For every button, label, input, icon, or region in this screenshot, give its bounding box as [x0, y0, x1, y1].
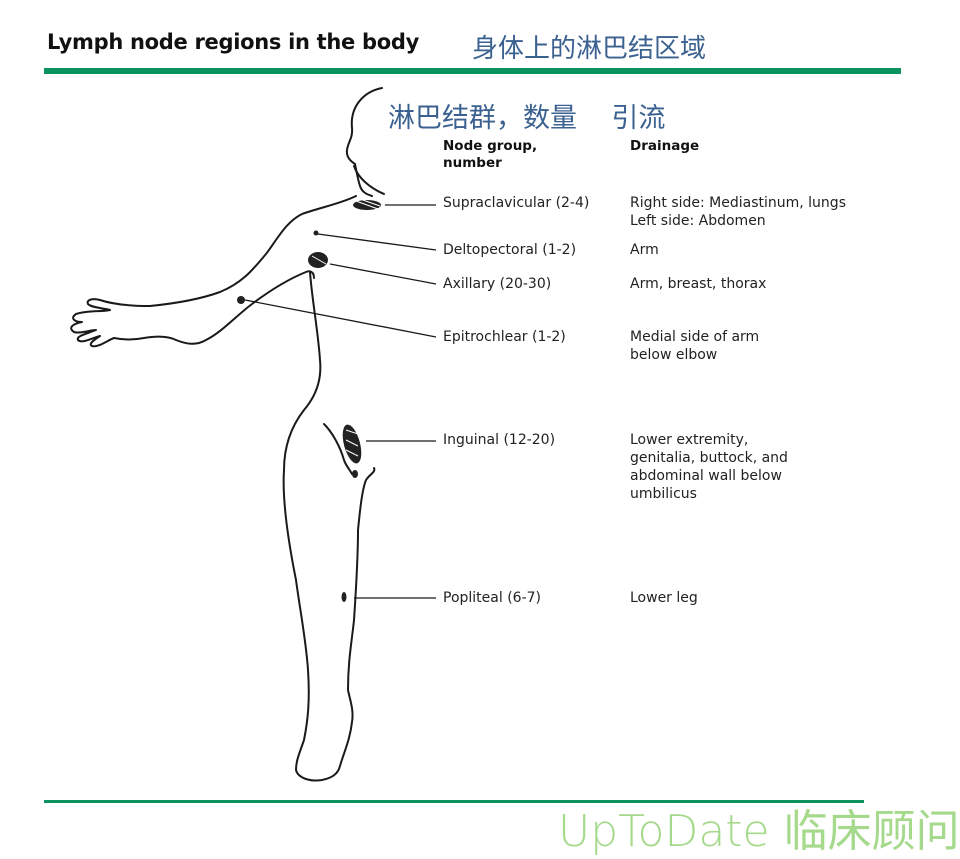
drainage-line: Right side: Mediastinum, lungs [630, 195, 846, 211]
drainage-inguinal: Lower extremity, genitalia, buttock, and… [630, 431, 788, 503]
drainage-epitrochlear: Medial side of arm below elbow [630, 328, 759, 364]
leader-deltopectoral [317, 233, 437, 251]
leader-epitrochlear [244, 299, 437, 338]
title-chinese: 身体上的淋巴结区域 [472, 34, 707, 64]
header-node-group-line1: Node group, [443, 138, 538, 154]
drainage-popliteal: Lower leg [630, 590, 698, 606]
column-annotation-chinese: 淋巴结群，数量 引流 [388, 103, 666, 134]
drainage-axillary: Arm, breast, thorax [630, 276, 767, 292]
drainage-line: genitalia, buttock, and [630, 450, 788, 466]
drainage-line: below elbow [630, 347, 718, 363]
drainage-line: abdominal wall below [630, 468, 782, 484]
header-divider [44, 68, 901, 74]
node-popliteal: Popliteal (6-7) [443, 590, 541, 606]
popliteal-node [341, 592, 347, 602]
drainage-line: Lower extremity, [630, 432, 749, 448]
node-inguinal: Inguinal (12-20) [443, 432, 556, 448]
title-english: Lymph node regions in the body [47, 30, 419, 54]
leader-axillary [329, 263, 437, 285]
header-node-group: Node group, number [443, 138, 537, 172]
watermark-logo: UpToDate 临床顾问 [558, 806, 960, 857]
arm-outline-top [70, 195, 357, 348]
drainage-line: Left side: Abdomen [630, 213, 766, 229]
drainage-deltopectoral: Arm [630, 242, 659, 258]
head-outline [345, 87, 383, 197]
drainage-supraclavicular: Right side: Mediastinum, lungs Left side… [630, 194, 846, 230]
header-drainage: Drainage [630, 138, 700, 154]
node-epitrochlear: Epitrochlear (1-2) [443, 329, 566, 345]
deltopectoral-node [313, 230, 319, 236]
node-axillary: Axillary (20-30) [443, 276, 552, 292]
drainage-line: Medial side of arm [630, 329, 760, 345]
node-supraclavicular: Supraclavicular (2-4) [443, 195, 590, 211]
footer-divider [44, 800, 864, 803]
torso-outline [282, 271, 376, 782]
inguinal-node-cluster [342, 424, 362, 464]
drainage-line: umbilicus [630, 486, 697, 502]
header-node-group-line2: number [443, 155, 502, 171]
epitrochlear-node [237, 296, 245, 304]
node-deltopectoral: Deltopectoral (1-2) [443, 242, 577, 258]
